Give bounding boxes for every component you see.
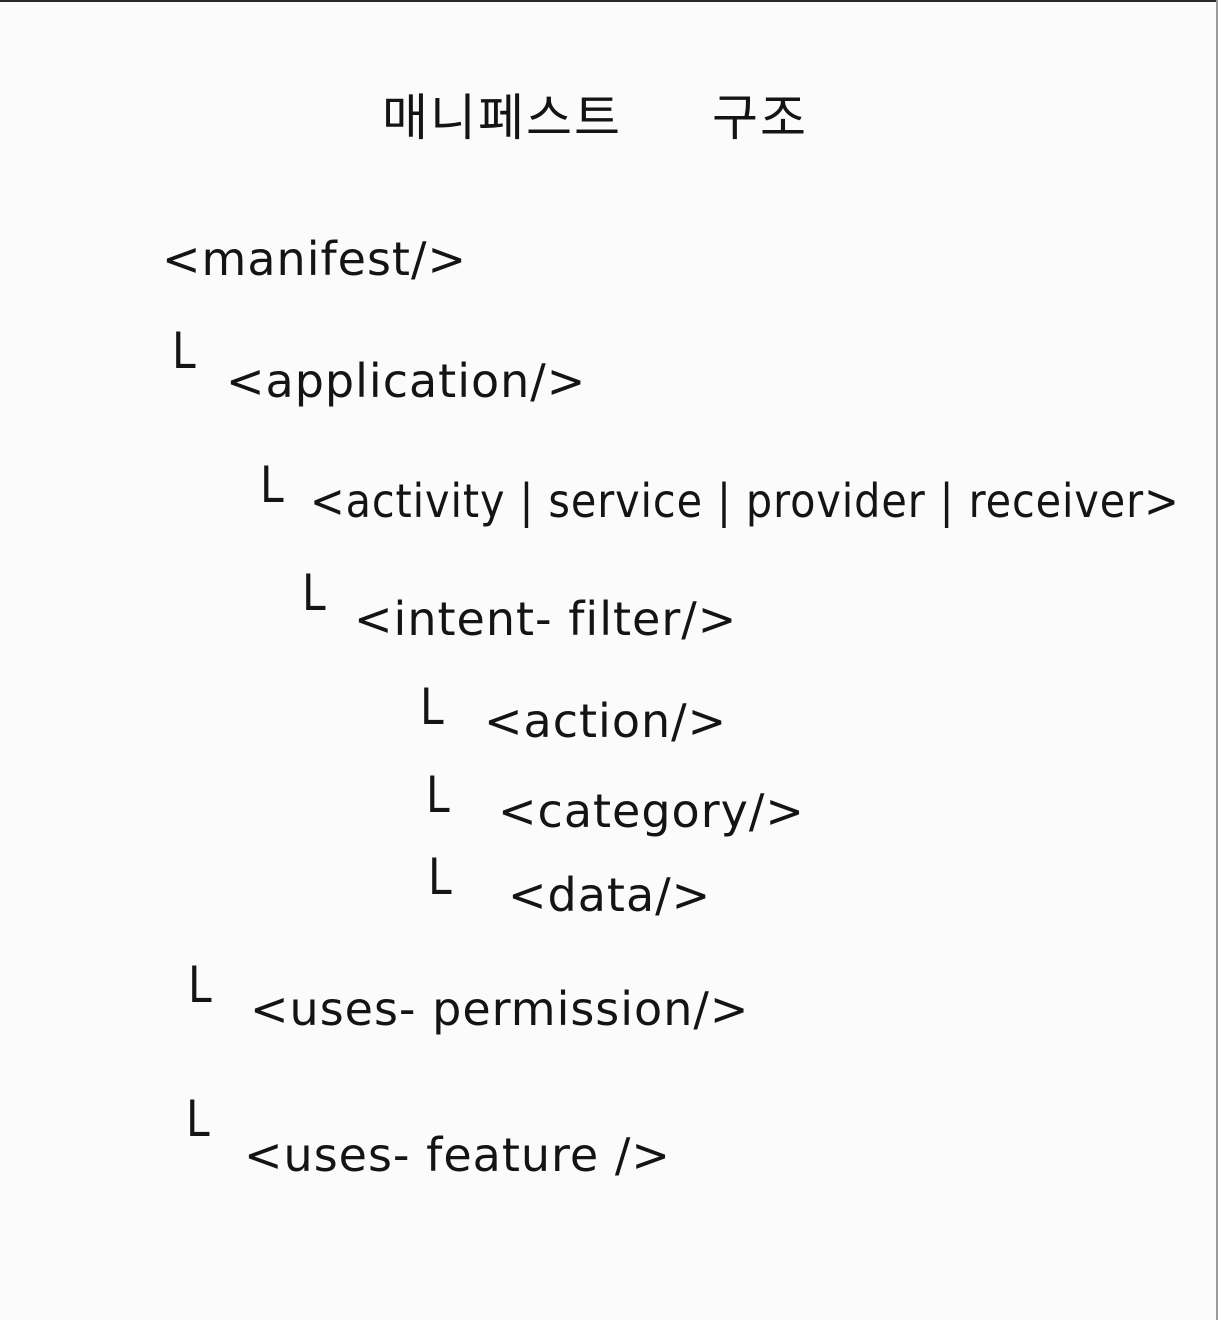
branch-intent-filter: L bbox=[302, 564, 326, 622]
node-category: <category/> bbox=[498, 784, 805, 838]
node-intent-filter: <intent- filter/> bbox=[354, 592, 738, 646]
node-uses-permission: <uses- permission/> bbox=[250, 982, 750, 1036]
branch-uses-feature: L bbox=[186, 1090, 210, 1148]
node-manifest: <manifest/> bbox=[162, 232, 468, 286]
node-data: <data/> bbox=[508, 868, 712, 922]
node-application: <application/> bbox=[226, 354, 587, 408]
diagram-title-part-1: 매니페스트 bbox=[382, 89, 622, 147]
branch-uses-permission: L bbox=[188, 956, 212, 1014]
right-border bbox=[1216, 0, 1218, 1320]
branch-action: L bbox=[420, 678, 444, 736]
branch-data: L bbox=[428, 848, 452, 906]
branch-components: L bbox=[260, 456, 284, 514]
branch-application: L bbox=[172, 322, 196, 380]
top-border bbox=[0, 0, 1218, 2]
node-action: <action/> bbox=[484, 694, 728, 748]
node-uses-feature: <uses- feature /> bbox=[244, 1128, 671, 1182]
diagram-title-part-2: 구조 bbox=[712, 89, 808, 147]
node-components: <activity | service | provider | receive… bbox=[310, 474, 1180, 528]
branch-category: L bbox=[426, 766, 450, 824]
